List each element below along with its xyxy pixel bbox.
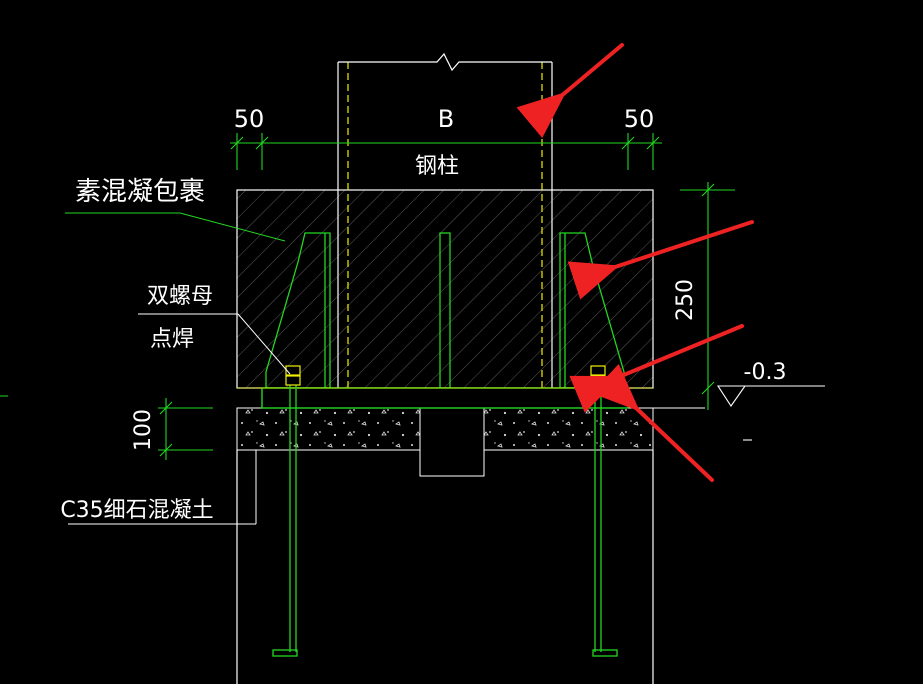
right-offset-label: 50 (624, 105, 655, 133)
base-plate (237, 387, 653, 409)
double-nut-left (285, 365, 301, 386)
steel-column-label: 钢柱 (415, 154, 459, 179)
column-width-label: B (438, 105, 454, 133)
height-100-label: 100 (131, 409, 156, 451)
dimension-250 (680, 182, 735, 410)
arrow-stiffener (567, 220, 754, 300)
dimension-100 (158, 398, 213, 460)
shear-key (419, 407, 485, 477)
elevation-label: -0.3 (744, 360, 787, 385)
arrow-column-flange (516, 43, 624, 139)
spot-weld-label: 点焊 (150, 327, 194, 352)
elevation-mark (653, 385, 825, 441)
foundation-outline (236, 450, 654, 684)
concrete-encasement (236, 189, 654, 389)
anchor-bolt-right (592, 368, 618, 657)
break-line (338, 52, 552, 72)
leader-grout (68, 450, 257, 525)
concrete-wrap-label: 素混凝包裹 (75, 177, 205, 207)
double-nut-label: 双螺母 (147, 284, 213, 309)
top-dimension (230, 133, 662, 170)
grout-label: C35细石混凝土 (60, 498, 213, 523)
red-arrows (516, 43, 754, 482)
arrow-base-plate (591, 363, 714, 482)
double-nut-right (590, 365, 606, 386)
height-250-label: 250 (673, 279, 698, 321)
leader-concrete-wrap (65, 212, 286, 242)
anchor-bolt-left (272, 368, 298, 657)
leader-double-nut (138, 313, 291, 375)
left-offset-label: 50 (234, 105, 265, 133)
